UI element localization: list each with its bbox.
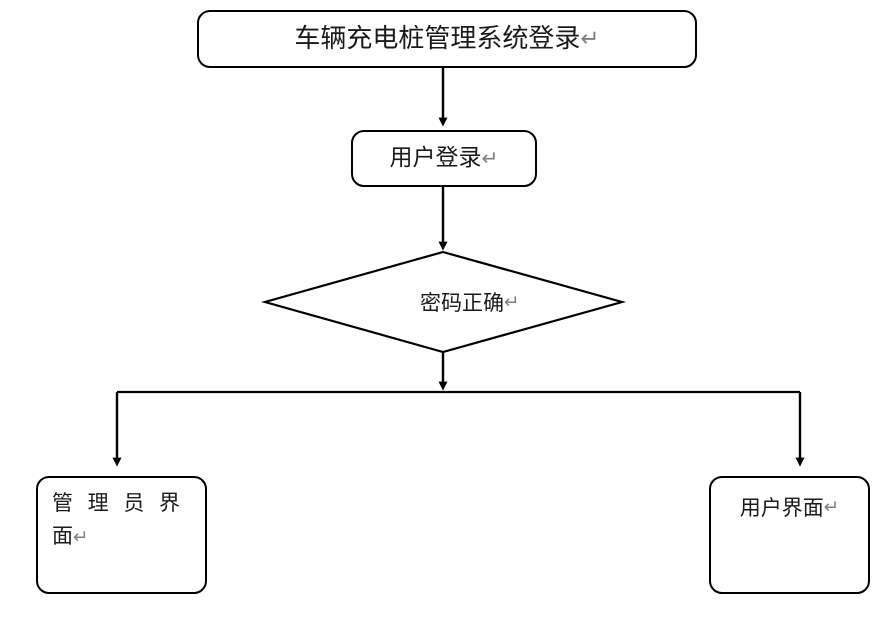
node-admin-text-line2: 面↵ <box>52 520 180 553</box>
node-password-correct-label: 密码正确↵ <box>420 286 610 320</box>
node-admin-interface-label: 管理员界面↵ <box>52 487 180 577</box>
node-system-login-title-label: 车辆充电桩管理系统登录↵ <box>197 10 697 68</box>
node-user-interface <box>709 476 870 594</box>
node-decision-text: 密码正确 <box>420 290 504 315</box>
return-mark-icon: ↵ <box>504 292 520 314</box>
return-mark-icon: ↵ <box>73 526 89 548</box>
return-mark-icon: ↵ <box>481 145 499 170</box>
node-login-text: 用户登录 <box>389 145 482 171</box>
node-admin-interface <box>36 476 207 594</box>
node-title-text: 车辆充电桩管理系统登录 <box>294 24 581 54</box>
node-user-text: 用户界面 <box>739 495 824 520</box>
node-system-login-title <box>197 10 697 68</box>
node-user-login <box>351 130 537 187</box>
return-mark-icon: ↵ <box>823 497 840 519</box>
node-admin-text-line2-chars: 面 <box>52 523 73 548</box>
node-admin-text-line1: 管理员界 <box>52 491 180 515</box>
node-user-login-label: 用户登录↵ <box>351 130 537 187</box>
node-user-interface-label: 用户界面↵ <box>709 490 870 526</box>
return-mark-icon: ↵ <box>580 25 600 52</box>
